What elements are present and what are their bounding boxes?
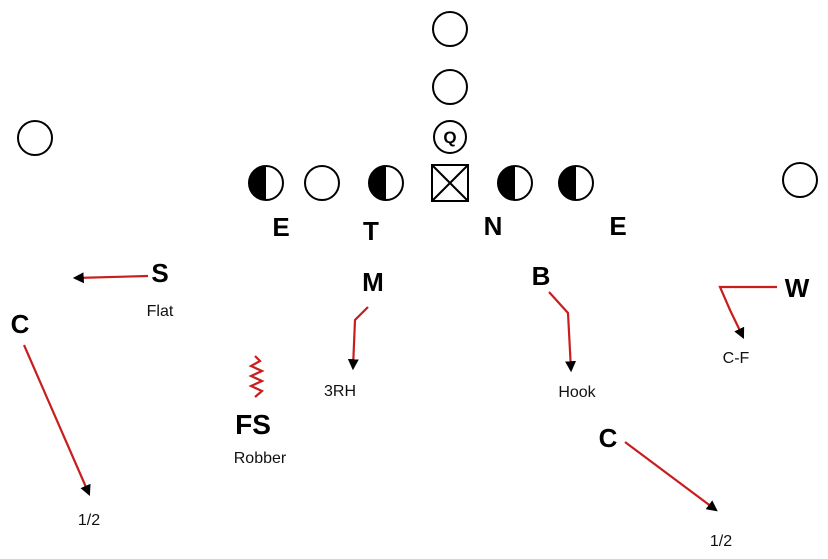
sam-assignment: Flat: [147, 303, 174, 320]
buck-assignment: Hook: [558, 384, 596, 401]
tackle-label: T: [363, 216, 379, 246]
tailback-circle: [432, 69, 468, 105]
will-route: [718, 285, 777, 339]
free-safety-zigzag: [248, 355, 265, 398]
quarterback-label: Q: [443, 128, 456, 147]
lineman-half-filled-icon: [497, 165, 533, 201]
corner-right-label: C: [599, 423, 618, 453]
sam-route: [72, 272, 149, 284]
lineman-half-filled-icon: [368, 165, 404, 201]
will-assignment: C-F: [723, 350, 750, 367]
receiver-left-circle: [17, 120, 53, 156]
corner-left-assignment: 1/2: [78, 512, 100, 529]
receiver-right-circle: [782, 162, 818, 198]
lineman-half-filled-icon: [558, 165, 594, 201]
buck-route: [548, 291, 577, 373]
mike-route: [347, 306, 369, 371]
mike-label: M: [362, 267, 384, 297]
quarterback-circle: [433, 120, 467, 154]
free-safety-label: FS: [235, 409, 271, 440]
corner-left-route: [22, 344, 91, 497]
center-box-icon: [431, 164, 469, 202]
corner-right-assignment: 1/2: [710, 533, 732, 550]
corner-right-route: [624, 441, 718, 512]
nose-label: N: [484, 211, 503, 241]
will-label: W: [785, 273, 810, 303]
corner-left-label: C: [11, 309, 30, 339]
fullback-circle: [432, 11, 468, 47]
end-left-label: E: [272, 212, 289, 242]
sam-label: S: [151, 258, 168, 288]
lineman-half-filled-icon: [248, 165, 284, 201]
free-safety-assignment: Robber: [234, 450, 287, 467]
end-right-label: E: [609, 211, 626, 241]
buck-label: B: [532, 261, 551, 291]
mike-assignment: 3RH: [324, 383, 356, 400]
left-guard-circle: [304, 165, 340, 201]
